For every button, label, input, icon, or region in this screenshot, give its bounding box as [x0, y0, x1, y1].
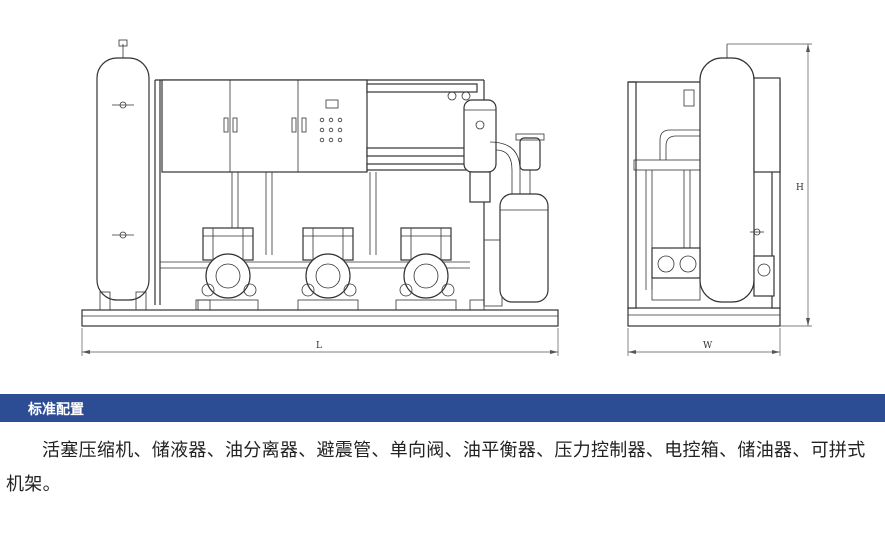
electric-control-box	[161, 79, 368, 173]
side-receiver-tank	[699, 44, 764, 303]
front-view: L	[81, 39, 559, 356]
dimension-length-label: L	[316, 341, 322, 351]
compressor-1	[197, 227, 259, 311]
oil-reservoir	[499, 133, 549, 303]
technical-drawing: L	[81, 39, 812, 356]
section-title: 标准配置	[28, 402, 84, 418]
dimension-height-label: H	[796, 183, 804, 193]
section-banner: 标准配置	[0, 394, 885, 422]
oil-separator	[447, 91, 497, 203]
compressor-2	[297, 227, 359, 311]
side-view: W H	[627, 43, 812, 356]
receiver-tank	[96, 39, 150, 311]
dimension-width-label: W	[703, 341, 713, 351]
compressor-3	[395, 227, 457, 311]
side-compressor	[651, 247, 775, 301]
side-base-frame	[627, 307, 781, 327]
front-base-frame	[81, 309, 559, 327]
standard-config-description: 活塞压缩机、储液器、油分离器、避震管、单向阀、油平衡器、压力控制器、电控箱、储油…	[6, 440, 866, 495]
